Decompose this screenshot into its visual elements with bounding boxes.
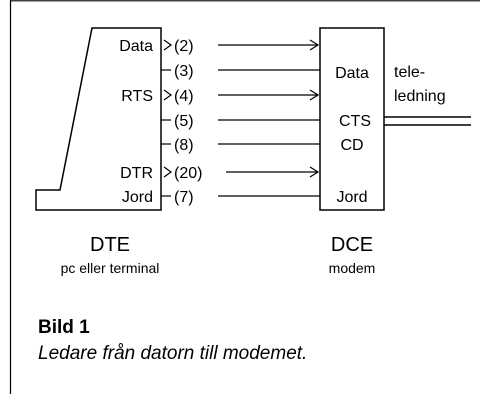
dte-box: [35, 27, 162, 211]
pin-row-20: (20): [163, 165, 320, 182]
pin-row-5: (5): [161, 113, 320, 130]
pin-label-8: (8): [174, 137, 194, 154]
pin-label-2: (2): [174, 38, 194, 55]
dce-subtitle: modem: [329, 260, 376, 276]
pin-row-8: (8): [161, 137, 320, 154]
pin-row-2: (2): [163, 38, 320, 55]
pin-label-20: (20): [174, 165, 202, 182]
dce-signal-data: Data: [335, 65, 369, 82]
caption-title: Bild 1: [38, 317, 90, 338]
pin-row-3: (3): [161, 63, 320, 80]
pin-label-4: (4): [174, 88, 194, 105]
dce-signal-cts: CTS: [339, 113, 371, 130]
dte-name: DTE: [90, 234, 130, 256]
dte-signal-data: Data: [119, 38, 153, 55]
phone-line-label-1: tele-: [394, 64, 425, 81]
pin-row-7: (7): [161, 189, 320, 206]
dte-subtitle: pc eller terminal: [61, 260, 160, 276]
caption-text: Ledare från datorn till modemet.: [38, 343, 307, 364]
dte-signal-jord: Jord: [122, 189, 153, 206]
pin-label-5: (5): [174, 113, 194, 130]
dce-box: [319, 27, 385, 211]
dte-signal-rts: RTS: [121, 88, 153, 105]
pin-label-7: (7): [174, 189, 194, 206]
dce-name: DCE: [331, 234, 373, 256]
pin-row-4: (4): [163, 88, 320, 105]
dce-signal-jord: Jord: [336, 189, 367, 206]
dte-signal-dtr: DTR: [120, 165, 153, 182]
dce-signal-cd: CD: [340, 137, 363, 154]
pin-label-3: (3): [174, 63, 194, 80]
phone-line-label-2: ledning: [394, 88, 446, 105]
